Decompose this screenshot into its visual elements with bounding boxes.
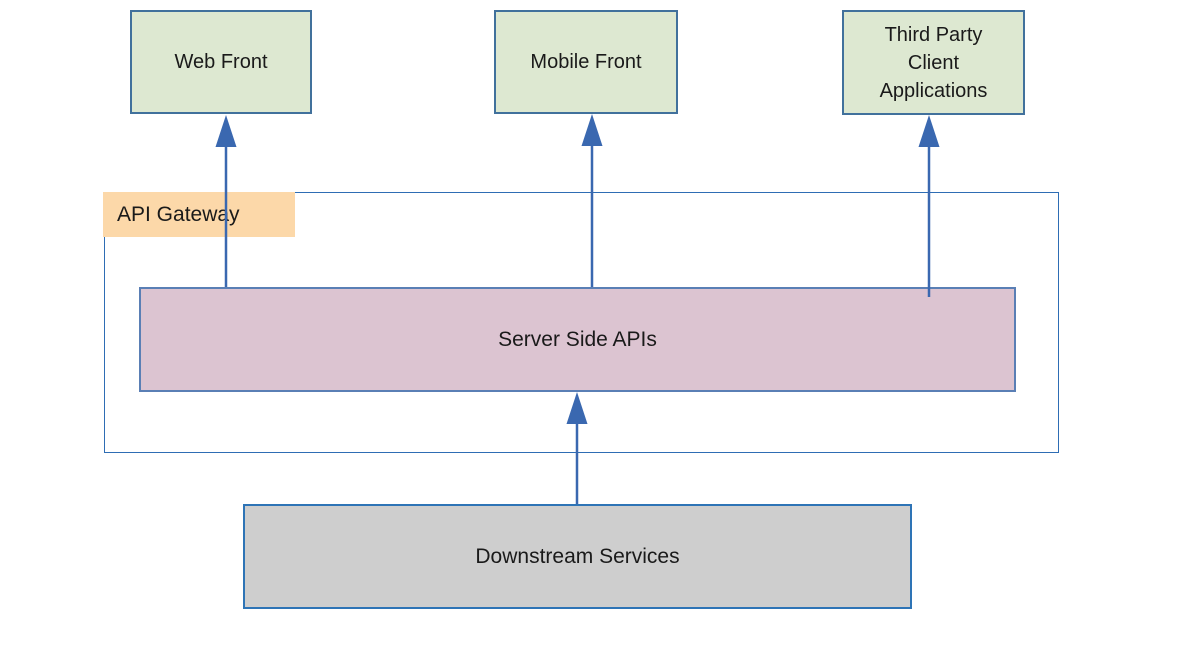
api-gateway-boundary [104, 192, 1059, 453]
node-downstream-services: Downstream Services [243, 504, 912, 609]
node-third-party-label: Third Party Client Applications [879, 23, 988, 102]
node-mobile-front-label: Mobile Front [530, 51, 642, 73]
api-gateway-label: API Gateway [103, 192, 295, 237]
node-web-front: Web Front [130, 10, 312, 114]
node-third-party-client-applications: Third Party Client Applications [842, 10, 1025, 115]
node-server-side-apis: Server Side APIs [139, 287, 1016, 392]
node-web-front-label: Web Front [174, 51, 268, 73]
node-server-side-apis-label: Server Side APIs [498, 327, 657, 351]
api-gateway-label-text: API Gateway [117, 202, 240, 226]
node-mobile-front: Mobile Front [494, 10, 678, 114]
node-downstream-services-label: Downstream Services [475, 544, 680, 568]
